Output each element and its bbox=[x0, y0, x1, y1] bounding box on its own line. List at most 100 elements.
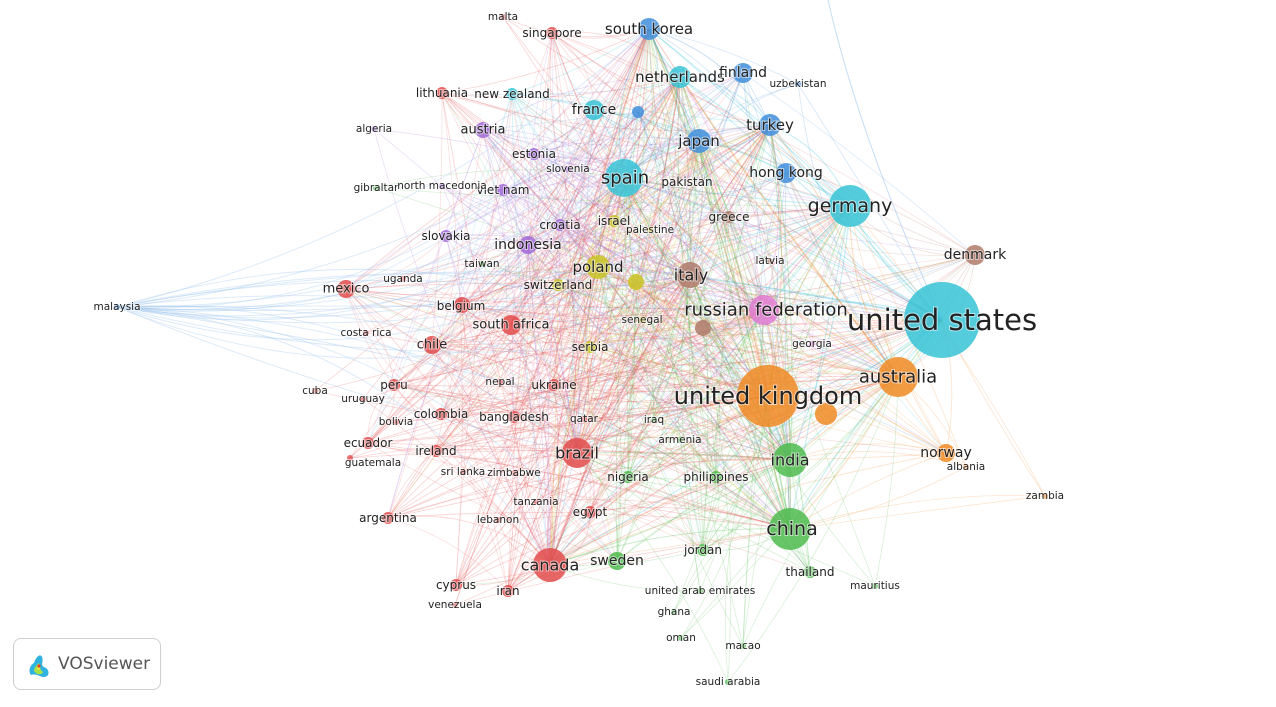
node-serbia[interactable] bbox=[584, 341, 596, 353]
node-ireland[interactable] bbox=[430, 445, 442, 457]
node-south-korea[interactable] bbox=[638, 18, 660, 40]
node-pakistan[interactable] bbox=[632, 106, 644, 118]
node-ukraine[interactable] bbox=[548, 379, 560, 391]
node-cuba[interactable] bbox=[312, 388, 318, 394]
node-viet-nam[interactable] bbox=[497, 184, 509, 196]
node-zimbabwe[interactable] bbox=[511, 470, 517, 476]
node-bangladesh[interactable] bbox=[508, 411, 520, 423]
node-egypt[interactable] bbox=[584, 506, 596, 518]
node-slovakia[interactable] bbox=[440, 230, 452, 242]
node-malaysia[interactable] bbox=[114, 304, 120, 310]
node-poland[interactable] bbox=[586, 255, 610, 279]
node-spain[interactable] bbox=[605, 159, 643, 197]
node-sweden[interactable] bbox=[608, 552, 626, 570]
node-colombia[interactable] bbox=[435, 408, 447, 420]
node-nepal[interactable] bbox=[497, 379, 503, 385]
node-united-kingdom[interactable] bbox=[737, 365, 799, 427]
node-qatar[interactable] bbox=[581, 416, 587, 422]
node-sri-lanka[interactable] bbox=[460, 469, 466, 475]
node-cyprus[interactable] bbox=[450, 579, 462, 591]
node-slovenia[interactable] bbox=[565, 166, 571, 172]
node-netherlands[interactable] bbox=[669, 66, 691, 88]
node-croatia[interactable] bbox=[554, 219, 566, 231]
link-india-brazil bbox=[576, 452, 791, 461]
node-guatemala[interactable] bbox=[347, 455, 353, 461]
node-iran[interactable] bbox=[502, 585, 514, 597]
node-north-macedonia[interactable] bbox=[439, 183, 445, 189]
node-taiwan[interactable] bbox=[479, 261, 485, 267]
node-mauritius[interactable] bbox=[872, 583, 878, 589]
node-bolivia[interactable] bbox=[393, 419, 399, 425]
node-norway[interactable] bbox=[937, 444, 955, 462]
node-australia[interactable] bbox=[878, 357, 918, 397]
node-oman[interactable] bbox=[678, 635, 684, 641]
node-gibraltar[interactable] bbox=[373, 185, 379, 191]
node-ecuador[interactable] bbox=[362, 437, 374, 449]
node-tanzania[interactable] bbox=[533, 499, 539, 505]
node-brazil[interactable] bbox=[562, 438, 592, 468]
node-israel[interactable] bbox=[608, 215, 620, 227]
node-new-zealand[interactable] bbox=[506, 88, 518, 100]
node-france[interactable] bbox=[584, 100, 604, 120]
node-georgia[interactable] bbox=[809, 341, 815, 347]
node-jordan[interactable] bbox=[697, 544, 709, 556]
node-algeria[interactable] bbox=[371, 126, 377, 132]
node-uruguay[interactable] bbox=[360, 396, 366, 402]
node-indonesia[interactable] bbox=[519, 236, 537, 254]
node-switzerland[interactable] bbox=[552, 279, 564, 291]
node-armenia[interactable] bbox=[677, 437, 683, 443]
node-india[interactable] bbox=[773, 443, 807, 477]
node-thailand[interactable] bbox=[804, 566, 816, 578]
link-armenia-canada bbox=[549, 439, 681, 566]
node-germany[interactable] bbox=[829, 185, 871, 227]
node-lebanon[interactable] bbox=[495, 517, 501, 523]
node-greece[interactable] bbox=[723, 211, 735, 223]
node-uganda[interactable] bbox=[400, 276, 406, 282]
node-denmark[interactable] bbox=[965, 245, 985, 265]
node-russian-federation[interactable] bbox=[749, 295, 779, 325]
node-china[interactable] bbox=[769, 508, 811, 550]
node-finland[interactable] bbox=[733, 63, 753, 83]
node-malta[interactable] bbox=[500, 14, 506, 20]
node-peru[interactable] bbox=[388, 379, 400, 391]
node-united-states[interactable] bbox=[904, 282, 980, 358]
link-malaysia-russian-federation bbox=[116, 272, 765, 311]
node-macao[interactable] bbox=[740, 643, 746, 649]
node-south-africa[interactable] bbox=[501, 315, 521, 335]
node-singapore[interactable] bbox=[546, 27, 558, 39]
node-iraq[interactable] bbox=[651, 417, 657, 423]
node-estonia[interactable] bbox=[528, 148, 540, 160]
node-senegal[interactable] bbox=[639, 317, 645, 323]
node-philippines[interactable] bbox=[710, 471, 722, 483]
node-unlabeled[interactable] bbox=[454, 297, 470, 313]
node-palestine[interactable] bbox=[647, 227, 653, 233]
node-austria[interactable] bbox=[475, 122, 491, 138]
node-costa-rica[interactable] bbox=[363, 330, 369, 336]
link-cyprus-japan bbox=[455, 140, 700, 586]
node-zambia[interactable] bbox=[1042, 493, 1048, 499]
node-nigeria[interactable] bbox=[622, 471, 634, 483]
node-unlabeled[interactable] bbox=[815, 403, 837, 425]
node-unlabeled[interactable] bbox=[628, 274, 644, 290]
node-latvia[interactable] bbox=[767, 258, 773, 264]
node-uzbekistan[interactable] bbox=[795, 81, 801, 87]
node-canada[interactable] bbox=[533, 548, 567, 582]
node-turkey[interactable] bbox=[759, 114, 781, 136]
node-saudi-arabia[interactable] bbox=[725, 679, 731, 685]
node-lithuania[interactable] bbox=[436, 87, 448, 99]
node-hong-kong[interactable] bbox=[776, 163, 796, 183]
node-italy[interactable] bbox=[677, 262, 703, 288]
link-chile-canada bbox=[431, 344, 551, 566]
link-viet-nam-poland bbox=[502, 189, 599, 268]
node-albania[interactable] bbox=[963, 464, 969, 470]
node-chile[interactable] bbox=[423, 336, 441, 354]
node-japan[interactable] bbox=[687, 129, 711, 153]
node-venezuela[interactable] bbox=[452, 602, 458, 608]
node-unlabeled[interactable] bbox=[695, 320, 711, 336]
node-united-arab-emirates[interactable] bbox=[697, 588, 703, 594]
node-ghana[interactable] bbox=[671, 609, 677, 615]
node-argentina[interactable] bbox=[382, 512, 394, 524]
node-mexico[interactable] bbox=[337, 280, 355, 298]
